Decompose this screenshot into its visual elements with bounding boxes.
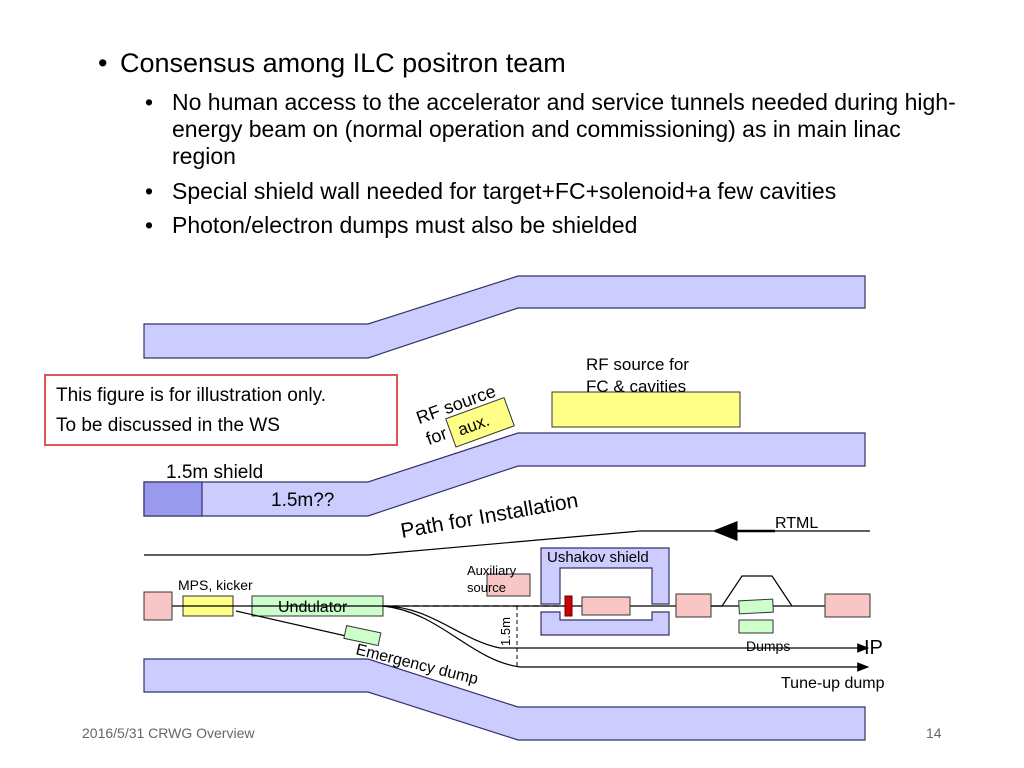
shield-label: 1.5m shield: [166, 462, 263, 483]
shield-block: [143, 481, 203, 517]
installation-path-line: [144, 530, 870, 556]
emergency-dump-box: [343, 625, 382, 647]
rf-source-aux-box: [445, 396, 515, 448]
ushakov-shield-upper: [540, 547, 670, 605]
beamline-element-end: [824, 593, 871, 618]
service-tunnel-upper: [143, 275, 866, 359]
target-marker: [564, 595, 573, 617]
illustration-note: This figure is for illustration only. To…: [44, 374, 398, 446]
sub-bullet-3-text: Photon/electron dumps must also be shiel…: [172, 212, 638, 238]
rf-source-fc-label-1: RF source for: [586, 355, 689, 374]
dumps-label: Dumps: [746, 638, 790, 654]
ip-label: IP: [864, 637, 883, 659]
tuneup-dump-label: Tune-up dump: [781, 675, 885, 692]
chicane-line: [711, 575, 793, 607]
page-number: 14: [926, 725, 942, 741]
capture-section-box: [581, 596, 631, 616]
undulator-label: Undulator: [278, 599, 348, 616]
ushakov-shield-lower: [540, 611, 670, 636]
ip-beam-line: [382, 605, 870, 653]
bullet-dot: •: [98, 48, 108, 78]
dump-box-2: [738, 619, 774, 634]
rtml-label: RTML: [775, 515, 818, 532]
auxiliary-source-label-1: Auxiliary: [467, 563, 517, 578]
bullet-dot: •: [145, 212, 154, 238]
auxiliary-source-box: [486, 573, 531, 597]
sub-bullet-1-text: No human access to the accelerator and s…: [172, 89, 956, 169]
rf-source-aux-label-2: for: [423, 423, 450, 449]
sub-bullet-3: • Photon/electron dumps must also be shi…: [145, 212, 965, 239]
rf-source-fc-label-2: FC & cavities: [586, 377, 686, 396]
footer-date-title: 2016/5/31 CRWG Overview: [82, 725, 255, 741]
shield-wall-tunnel: [143, 432, 866, 517]
shield-question-label: 1.5m??: [271, 490, 334, 511]
mps-kicker-label: MPS, kicker: [178, 577, 253, 593]
dump-box-1: [738, 598, 774, 615]
tuneup-beam-line: [382, 605, 870, 672]
bullet-main-text: Consensus among ILC positron team: [120, 48, 566, 78]
bullet-main: • Consensus among ILC positron team: [98, 48, 566, 79]
emergency-dump-line: [235, 610, 347, 637]
ushakov-shield-label: Ushakov shield: [547, 549, 649, 566]
sub-bullet-1: • No human access to the accelerator and…: [145, 89, 965, 170]
dimension-label: 1.5m: [498, 617, 513, 646]
illustration-note-line-2: To be discussed in the WS: [56, 415, 280, 436]
illustration-note-line-1: This figure is for illustration only.: [56, 385, 326, 406]
sub-bullet-2: • Special shield wall needed for target+…: [145, 178, 965, 205]
sub-bullet-2-text: Special shield wall needed for target+FC…: [172, 178, 837, 204]
auxiliary-source-label-2: source: [467, 580, 506, 595]
rf-source-fc-box: [551, 391, 741, 428]
accelerator-tunnel-lower: [143, 658, 866, 741]
bullet-dot: •: [145, 178, 154, 204]
beamline-element-mid: [675, 593, 712, 618]
bullet-dot: •: [145, 89, 154, 115]
beamline-element-start: [143, 591, 173, 621]
